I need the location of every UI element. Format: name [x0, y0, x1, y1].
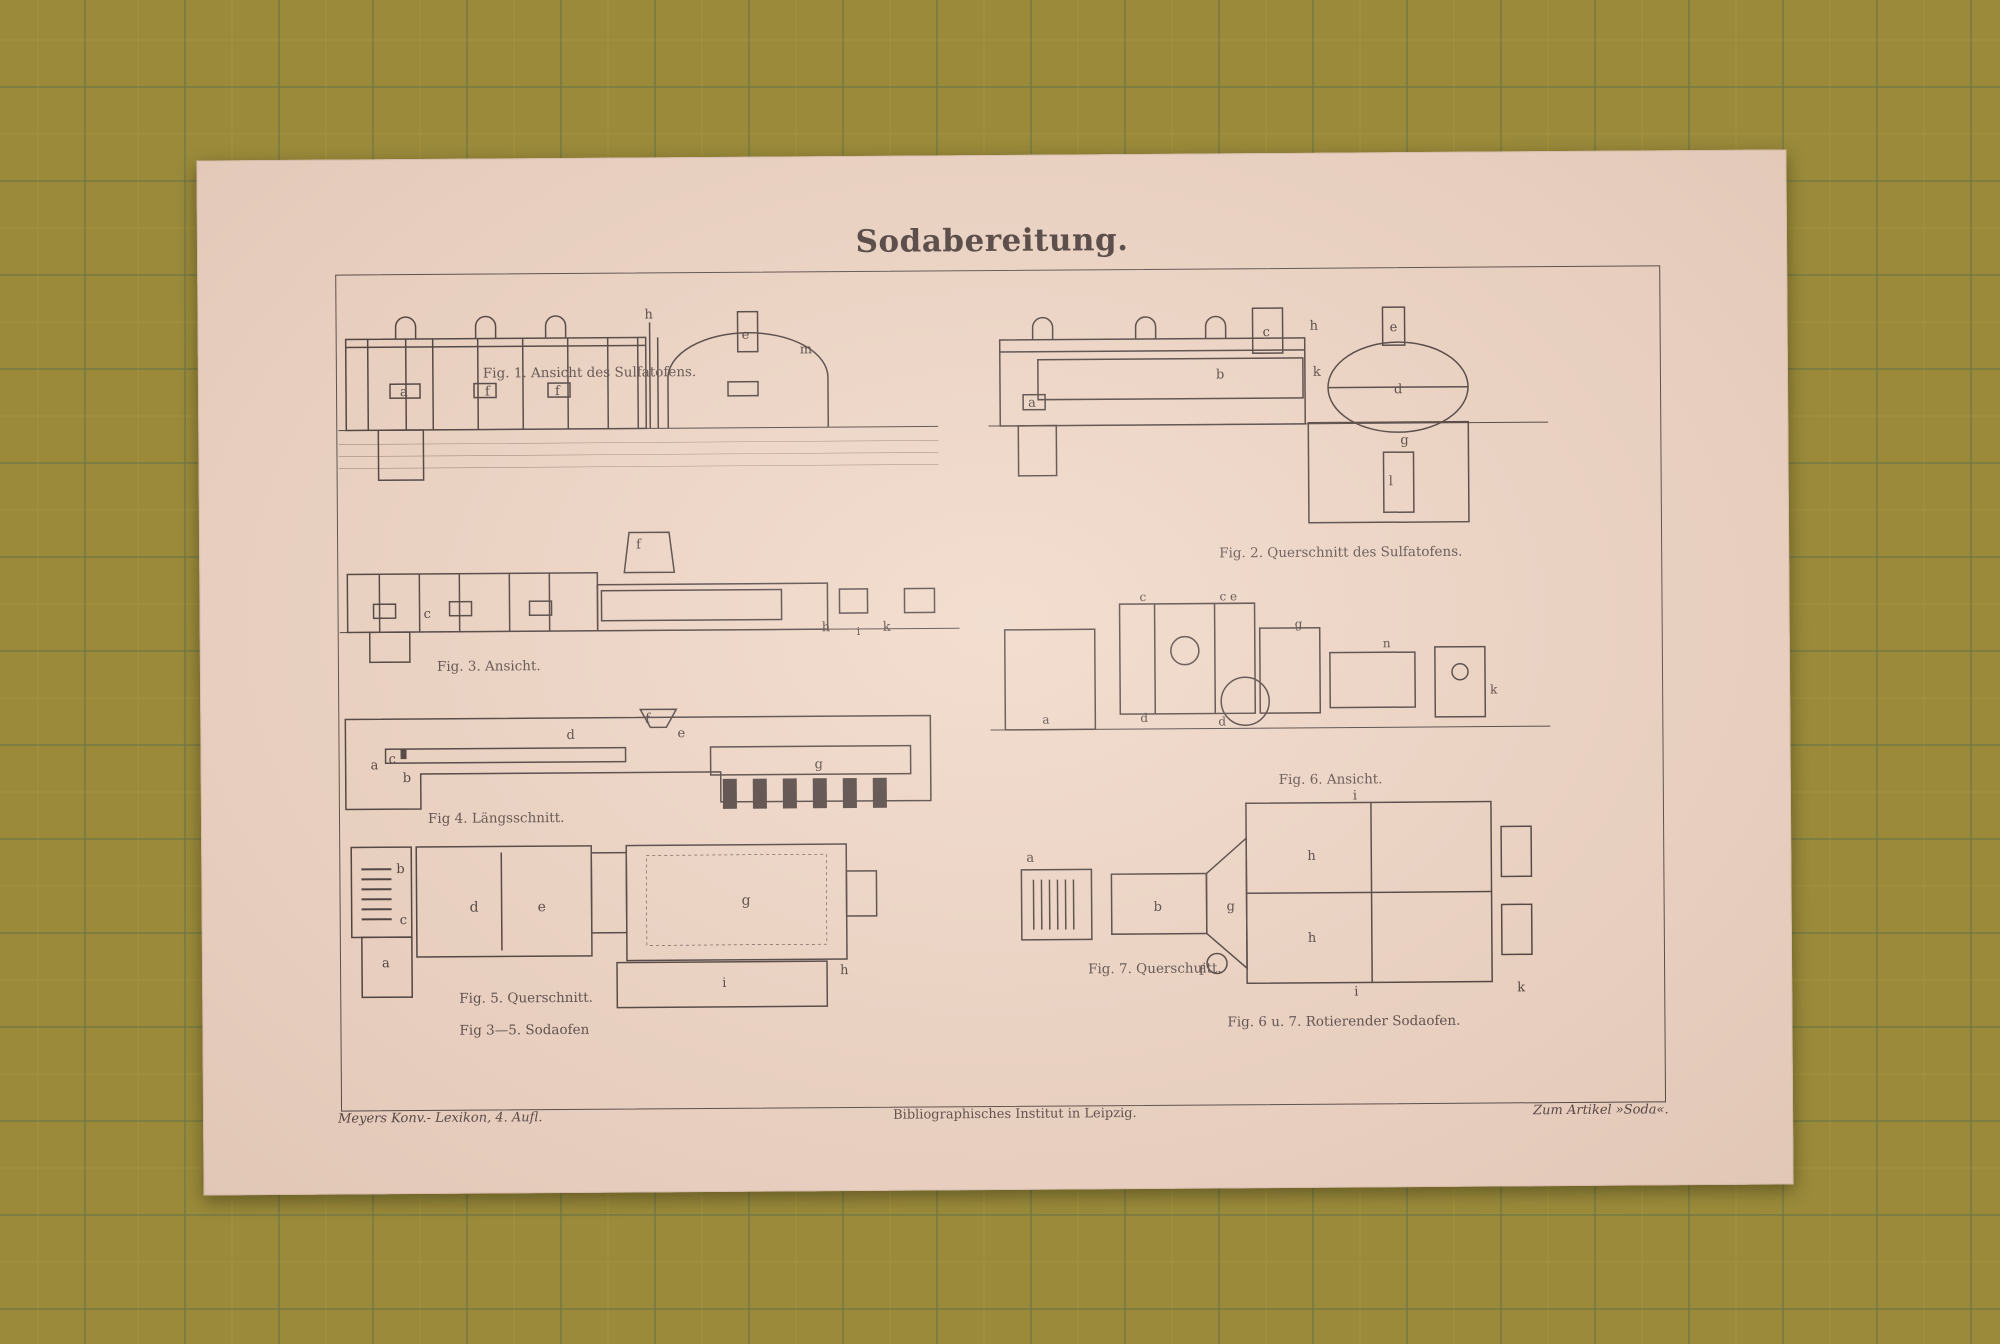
svg-text:i: i: [1354, 984, 1358, 999]
fig7-illustration: a b g h h i i f k: [1020, 788, 1533, 999]
svg-text:h: h: [840, 963, 849, 978]
svg-text:f: f: [645, 711, 651, 726]
svg-text:b: b: [403, 771, 411, 786]
fig5-caption: Fig. 5. Querschnitt.: [459, 989, 593, 1007]
svg-text:a: a: [1026, 851, 1034, 866]
svg-text:e: e: [677, 726, 685, 741]
footer-center: Bibliographisches Institut in Leipzig.: [893, 1106, 1137, 1123]
svg-text:g: g: [1295, 617, 1303, 631]
fig4-illustration: f d e g a b c: [344, 708, 932, 811]
engraving-plate: Sodabereitung. a f f h e: [196, 149, 1794, 1196]
fig1-caption: Fig. 1. Ansicht des Sulfatofens.: [482, 364, 697, 382]
svg-text:c: c: [424, 607, 431, 622]
svg-text:f: f: [485, 385, 491, 400]
svg-text:h: h: [822, 620, 831, 635]
svg-text:m: m: [800, 342, 812, 357]
svg-text:a: a: [1028, 396, 1036, 411]
svg-text:b: b: [396, 862, 404, 877]
svg-text:d: d: [470, 900, 479, 916]
svg-text:c: c: [1263, 325, 1270, 340]
svg-text:a: a: [382, 956, 390, 971]
fig6-illustration: a c c e g n k d d: [990, 589, 1551, 731]
svg-text:g: g: [1227, 899, 1235, 914]
svg-text:a: a: [1042, 713, 1049, 727]
svg-text:c: c: [1139, 590, 1146, 604]
svg-text:f: f: [1199, 964, 1205, 979]
fig1-illustration: a f f h e m: [338, 307, 939, 482]
svg-text:h: h: [644, 307, 653, 322]
svg-text:i: i: [857, 625, 861, 638]
svg-text:g: g: [815, 757, 823, 772]
svg-text:f: f: [636, 537, 642, 552]
fig7-caption: Fig. 7. Querschuitt.: [1088, 960, 1222, 978]
svg-text:h: h: [1308, 931, 1317, 946]
svg-text:n: n: [1383, 636, 1391, 650]
fig4-caption: Fig 4. Längsschnitt.: [427, 810, 565, 827]
fig3-caption: Fig. 3. Ansicht.: [436, 658, 541, 675]
svg-text:b: b: [1154, 900, 1162, 915]
svg-text:h: h: [1307, 849, 1316, 864]
svg-text:a: a: [371, 758, 379, 773]
fig2-caption: Fig. 2. Querschnitt des Sulfatofens.: [1219, 543, 1463, 562]
svg-text:e: e: [538, 899, 546, 915]
svg-text:b: b: [1216, 367, 1224, 382]
svg-text:c e: c e: [1219, 589, 1237, 603]
svg-text:k: k: [1517, 980, 1525, 995]
svg-text:g: g: [742, 893, 751, 909]
fig67-caption: Fig. 6 u. 7. Rotierender Sodaofen.: [1227, 1012, 1461, 1031]
svg-text:k: k: [1313, 365, 1321, 380]
svg-text:e: e: [742, 328, 750, 343]
fig5-illustration: b c d e g a i h: [350, 843, 878, 1009]
plate-title: Sodabereitung.: [855, 222, 1129, 260]
svg-text:c: c: [400, 913, 407, 928]
svg-text:h: h: [1310, 319, 1319, 334]
svg-text:d: d: [566, 728, 574, 743]
svg-text:i: i: [722, 976, 726, 991]
svg-text:k: k: [1490, 682, 1498, 696]
fig2-illustration: a b c d e k h l g: [988, 306, 1549, 524]
fig6-caption: Fig. 6. Ansicht.: [1278, 771, 1383, 789]
svg-text:k: k: [883, 620, 891, 635]
footer-left: Meyers Konv.- Lexikon, 4. Aufl.: [338, 1110, 543, 1127]
fig35-caption: Fig 3—5. Sodaofen: [459, 1021, 590, 1039]
svg-text:l: l: [1389, 474, 1393, 489]
svg-text:e: e: [1390, 320, 1398, 335]
svg-text:d: d: [1394, 382, 1402, 397]
footer-right: Zum Artikel »Soda«.: [1533, 1102, 1669, 1119]
svg-text:i: i: [1353, 788, 1357, 803]
svg-text:a: a: [400, 385, 408, 400]
svg-text:d: d: [1140, 711, 1148, 725]
fig3-illustration: f c h k i: [339, 531, 960, 664]
svg-text:c: c: [389, 752, 396, 767]
svg-text:g: g: [1400, 433, 1408, 448]
svg-text:f: f: [555, 384, 561, 399]
svg-text:d: d: [1218, 714, 1226, 728]
